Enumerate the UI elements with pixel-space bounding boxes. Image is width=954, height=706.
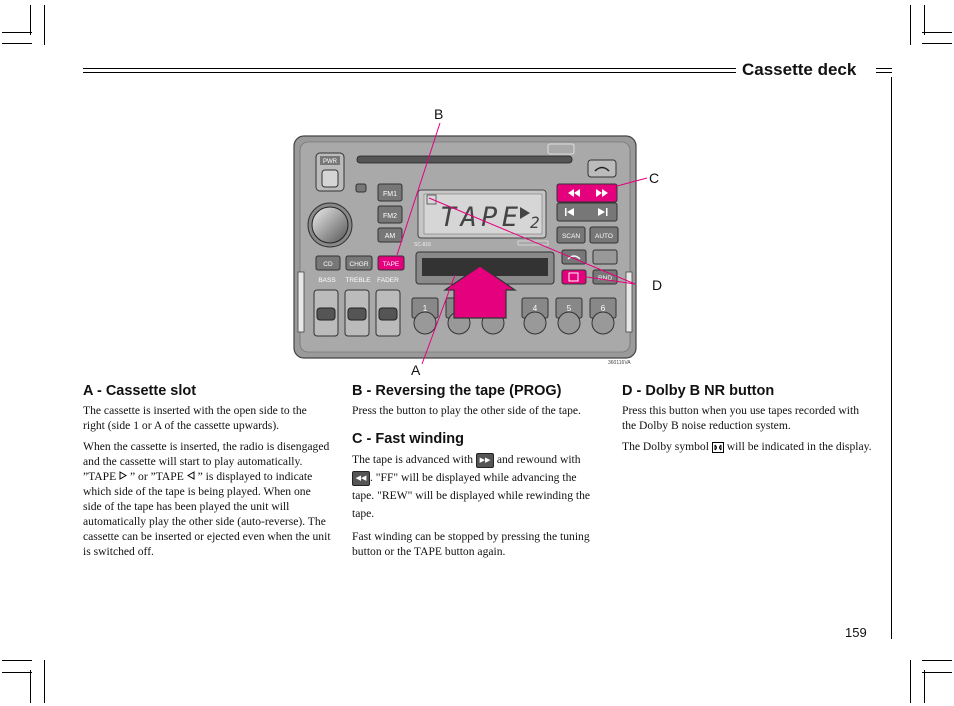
callout-a: A xyxy=(411,362,421,378)
header-rule-right xyxy=(876,68,892,73)
callout-c: C xyxy=(649,170,660,186)
chgr-label: CHGR xyxy=(349,261,368,268)
rnd-label: RND xyxy=(598,275,612,282)
section-d: D - Dolby B NR button Press this button … xyxy=(622,382,872,460)
section-a: A - Cassette slot The cassette is insert… xyxy=(83,382,331,565)
fm2-label: FM2 xyxy=(383,213,397,220)
pwr-label: PWR xyxy=(323,159,338,165)
radio-illustration: PWR FM1 FM2 AM TAPE 2 SC-816 SCAN AUTO C… xyxy=(293,122,648,365)
section-a-p1: The cassette is inserted with the open s… xyxy=(83,404,307,432)
scan-label: SCAN xyxy=(562,233,580,240)
section-d-p2: The Dolby symbol will be indicated in th… xyxy=(622,440,872,453)
section-c-p2: Fast winding can be stopped by pressing … xyxy=(352,530,590,558)
rewind-icon: ◀◀ xyxy=(352,470,370,486)
page-number: 159 xyxy=(845,625,867,640)
section-c-p1: The tape is advanced with ▶▶ and rewound… xyxy=(352,452,591,520)
auto-label: AUTO xyxy=(595,233,613,240)
fm1-label: FM1 xyxy=(383,191,397,198)
section-c-heading: C - Fast winding xyxy=(352,431,464,447)
section-b: B - Reversing the tape (PROG) Press the … xyxy=(352,382,600,565)
section-b-p1: Press the button to play the other side … xyxy=(352,404,581,417)
triangle-left-icon xyxy=(186,471,195,480)
callout-d: D xyxy=(652,277,663,293)
dolby-icon xyxy=(711,441,724,453)
preset-1: 1 xyxy=(423,304,428,313)
section-a-p2: When the cassette is inserted, the radio… xyxy=(83,440,331,558)
fader-label: FADER xyxy=(377,277,399,284)
header-rule xyxy=(83,68,736,73)
display-side: 2 xyxy=(530,213,540,232)
preset-5: 5 xyxy=(567,304,572,313)
section-b-heading: B - Reversing the tape (PROG) xyxy=(352,383,562,399)
am-label: AM xyxy=(385,233,396,240)
triangle-right-icon xyxy=(119,471,128,480)
model-label: SC-816 xyxy=(414,242,431,248)
section-d-p1: Press this button when you use tapes rec… xyxy=(622,404,859,432)
page-title: Cassette deck xyxy=(742,60,857,79)
callout-b: B xyxy=(434,106,444,122)
insert-arrow-icon xyxy=(443,265,517,319)
preset-6: 6 xyxy=(601,304,606,313)
fast-forward-icon: ▶▶ xyxy=(475,452,494,468)
cd-label: CD xyxy=(323,261,333,268)
preset-4: 4 xyxy=(533,304,538,313)
margin-rule xyxy=(891,77,892,639)
section-a-heading: A - Cassette slot xyxy=(83,383,197,399)
image-code: 360116VA xyxy=(608,360,631,366)
bass-label: BASS xyxy=(318,277,336,284)
treble-label: TREBLE xyxy=(345,277,371,284)
tape-label: TAPE xyxy=(383,261,400,268)
section-d-heading: D - Dolby B NR button xyxy=(622,383,775,399)
